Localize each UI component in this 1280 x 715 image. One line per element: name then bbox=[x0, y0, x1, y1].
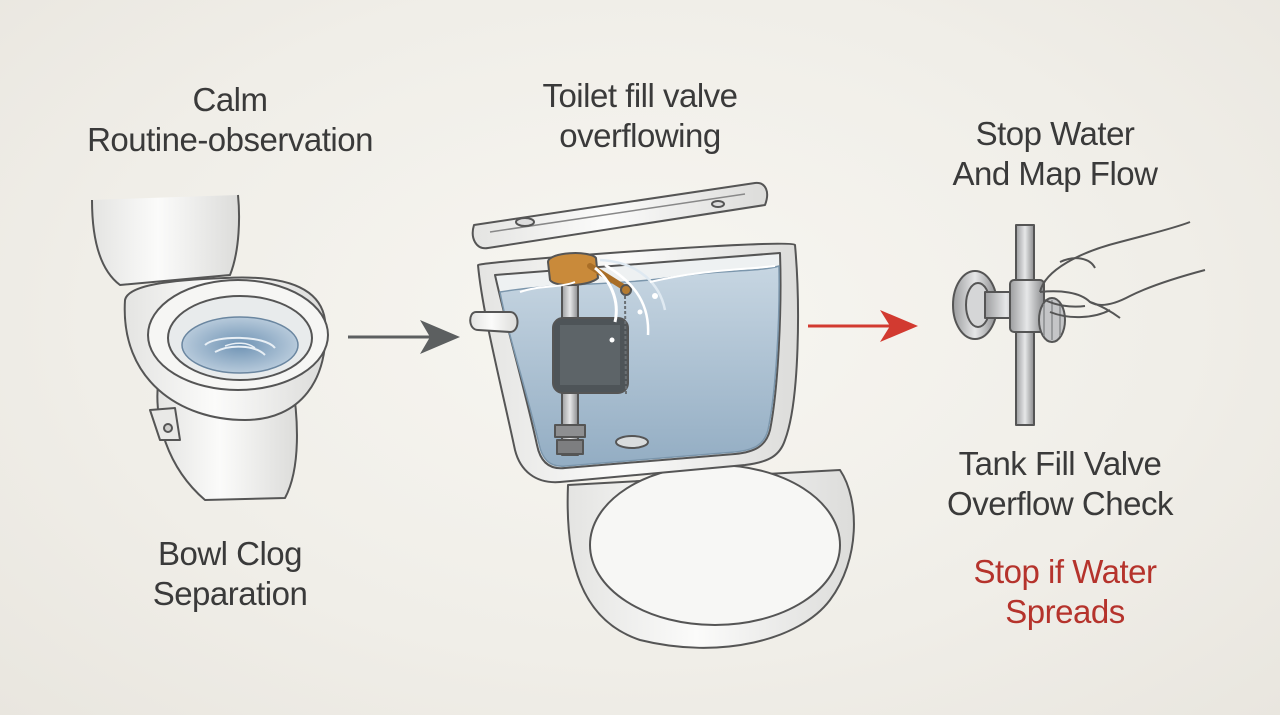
observe-title: Calm Routine-observation bbox=[60, 80, 400, 160]
stop-warning-line1: Stop if Water bbox=[973, 553, 1157, 590]
observe-title-line2: Routine-observation bbox=[87, 121, 373, 158]
stop-caption: Tank Fill Valve Overflow Check bbox=[910, 444, 1210, 524]
stop-title-line1: Stop Water bbox=[975, 115, 1135, 152]
stop-title: Stop Water And Map Flow bbox=[920, 114, 1190, 194]
toilet-tank-overflow-icon bbox=[469, 181, 855, 649]
observe-caption-line2: Separation bbox=[152, 575, 308, 612]
observe-caption-line1: Bowl Clog bbox=[157, 535, 303, 572]
observe-caption: Bowl Clog Separation bbox=[110, 534, 350, 614]
overflow-title: Toilet fill valve overflowing bbox=[500, 76, 780, 156]
stop-warning: Stop if Water Spreads bbox=[920, 552, 1210, 632]
overflow-title-line2: overflowing bbox=[559, 117, 721, 154]
alert-arrow-icon bbox=[808, 310, 918, 342]
stop-caption-line2: Overflow Check bbox=[947, 485, 1173, 522]
stop-warning-line2: Spreads bbox=[1005, 593, 1125, 630]
flow-arrow-icon bbox=[348, 320, 460, 354]
overflow-title-line1: Toilet fill valve bbox=[542, 77, 738, 114]
shutoff-valve-icon bbox=[952, 221, 1206, 426]
observe-title-line1: Calm bbox=[192, 81, 268, 118]
toilet-bowl-icon bbox=[91, 194, 329, 501]
stop-caption-line1: Tank Fill Valve bbox=[958, 445, 1162, 482]
stop-title-line2: And Map Flow bbox=[952, 155, 1158, 192]
